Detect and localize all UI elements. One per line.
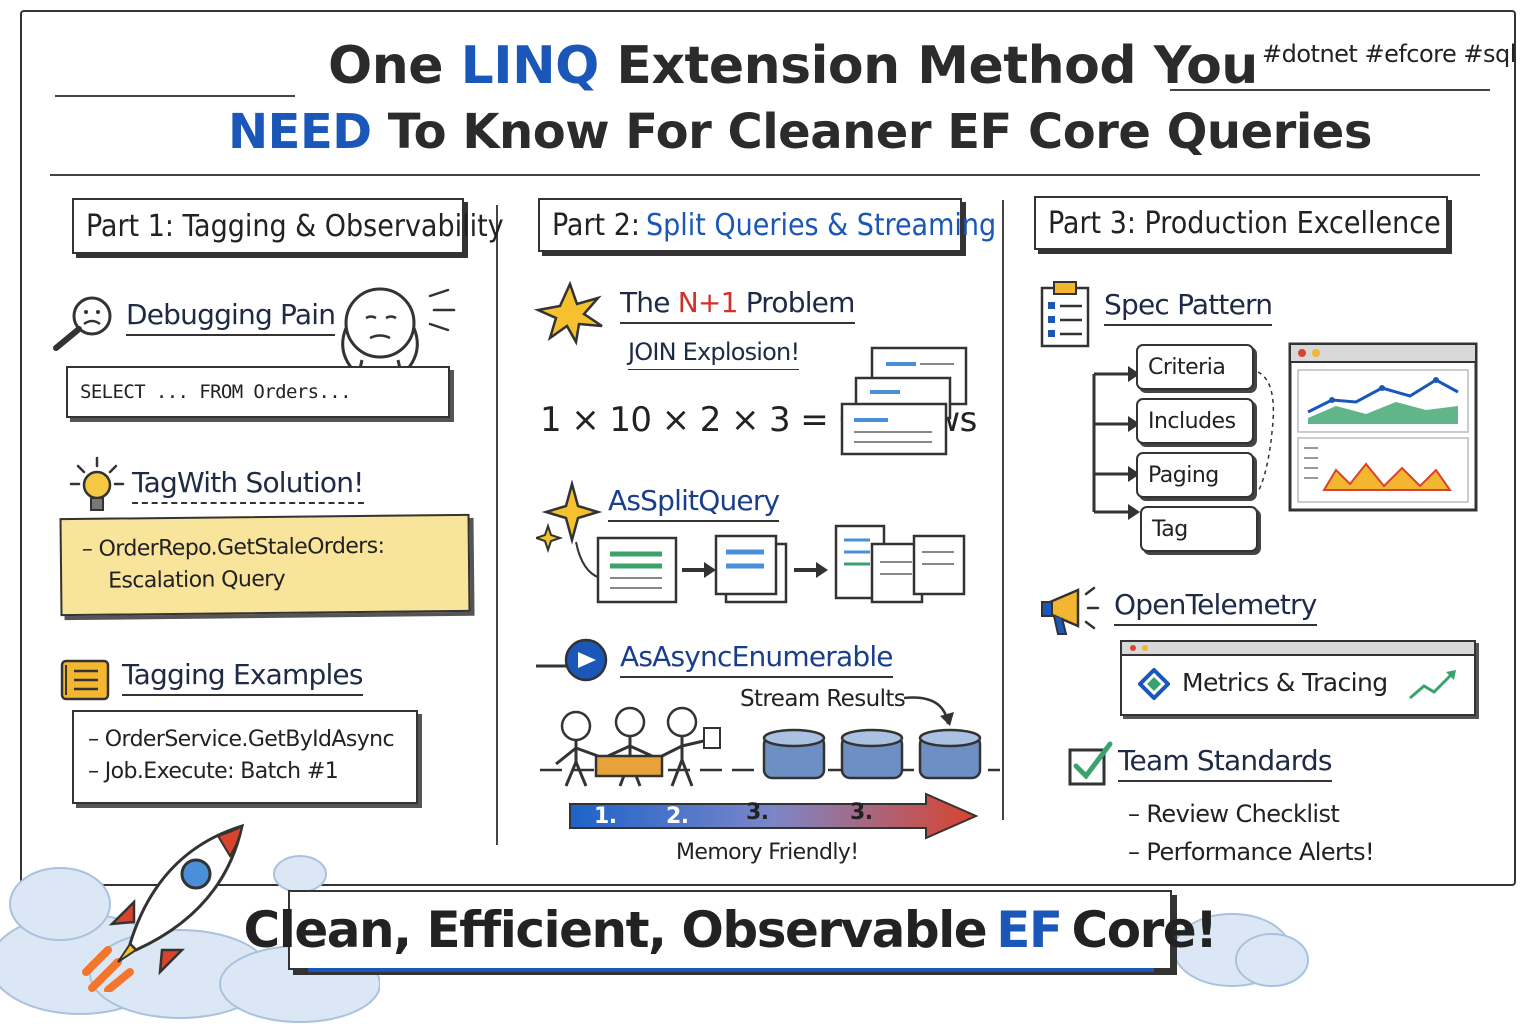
part3-label-box: Part 3: Production Excellence [1034, 196, 1448, 250]
tagwith-solution-heading: TagWith Solution! [132, 466, 364, 504]
team-standards-heading: Team Standards [1118, 744, 1332, 782]
arrow-step-2: 2. [666, 804, 689, 829]
footer-banner: Clean, Efficient, Observable EF Core! [244, 890, 1218, 970]
sparkle-icon [536, 480, 603, 554]
join-explosion-text: JOIN Explosion! [628, 338, 800, 370]
memory-friendly-label: Memory Friendly! [676, 840, 859, 865]
telemetry-diamond-icon [1138, 668, 1170, 700]
standards-item-performance-alerts: – Performance Alerts! [1128, 838, 1375, 866]
sql-snippet-box: SELECT ... FROM Orders... [66, 366, 450, 418]
magnifier-sad-icon [53, 296, 112, 351]
title-line-1: One LINQ Extension Method You [328, 36, 1258, 96]
standards-item-review-checklist: – Review Checklist [1128, 800, 1340, 828]
tagwith-solution-note: – OrderRepo.GetStaleOrders: Escalation Q… [59, 513, 471, 617]
arrow-step-4: 3. [850, 800, 873, 825]
column-divider-2 [1002, 200, 1004, 820]
footer-underline [308, 968, 1154, 972]
hashtags: #dotnet #efcore #sql [1262, 40, 1516, 68]
sticky-note-icon [60, 659, 110, 701]
lightbulb-icon [69, 456, 125, 511]
header-divider [50, 174, 1480, 176]
column-divider-1 [496, 205, 498, 845]
spec-bracket-connector [1092, 366, 1140, 520]
split-query-diagram [575, 524, 966, 604]
stream-curve-arrow [903, 696, 954, 726]
metrics-window-titlebar [1122, 642, 1474, 656]
async-stream-icon [536, 638, 608, 682]
sql-snippet-text: SELECT ... FROM Orders... [80, 381, 352, 403]
spec-item-paging: Paging [1136, 452, 1254, 498]
tagging-examples-box: – OrderService.GetByIdAsync – Job.Execut… [72, 710, 418, 804]
title-line-2: NEED To Know For Cleaner EF Core Queries [228, 104, 1372, 160]
example-line-1: – OrderService.GetByIdAsync [88, 727, 395, 752]
dashboard-window-illustration [1288, 342, 1478, 512]
arrow-step-1: 1. [594, 804, 617, 829]
trend-up-icon [1409, 670, 1456, 700]
explosion-star-icon [533, 280, 603, 346]
metrics-tracing-label: Metrics & Tracing [1182, 668, 1388, 697]
megaphone-icon [1041, 586, 1100, 635]
arrow-step-3: 3. [746, 800, 769, 825]
part1-label-box: Part 1: Tagging & Observability [72, 198, 504, 254]
opentelemetry-heading: OpenTelemetry [1114, 588, 1317, 626]
tagging-examples-heading: Tagging Examples [122, 658, 363, 696]
titlebar-dot-yellow [1142, 645, 1148, 651]
n1-problem-heading: The N+1 Problem [620, 286, 855, 324]
solution-line-2: Escalation Query [108, 566, 286, 594]
checkbox-checked-icon [1068, 741, 1113, 786]
spec-dashed-connector [1257, 371, 1275, 493]
stacked-results-icon [840, 346, 968, 456]
metrics-window: Metrics & Tracing [1120, 640, 1476, 716]
titlebar-dot-red [1130, 645, 1136, 651]
example-line-2: – Job.Execute: Batch #1 [88, 759, 339, 784]
stream-results-label: Stream Results [740, 686, 906, 712]
solution-line-1: – OrderRepo.GetStaleOrders: [81, 533, 385, 562]
asasyncenumerable-heading: AsAsyncEnumerable [620, 640, 894, 678]
rocket-icon [82, 823, 245, 992]
stream-progress-arrow [569, 792, 979, 840]
part2-label-box: Part 2: Split Queries & Streaming [538, 198, 996, 252]
team-and-databases-illustration [540, 706, 1000, 787]
debugging-pain-heading: Debugging Pain [126, 298, 336, 336]
spec-item-criteria: Criteria [1136, 344, 1254, 390]
title-underline-right [1170, 89, 1490, 91]
checklist-clipboard-icon [1040, 281, 1090, 348]
cloud-left-illustration [0, 855, 380, 1023]
title-underline-left [55, 95, 295, 97]
assplitquery-heading: AsSplitQuery [608, 484, 780, 522]
spec-item-tag: Tag [1140, 506, 1258, 552]
cloud-right-illustration [1173, 913, 1309, 987]
spec-pattern-heading: Spec Pattern [1104, 288, 1273, 326]
spec-item-includes: Includes [1136, 398, 1254, 444]
